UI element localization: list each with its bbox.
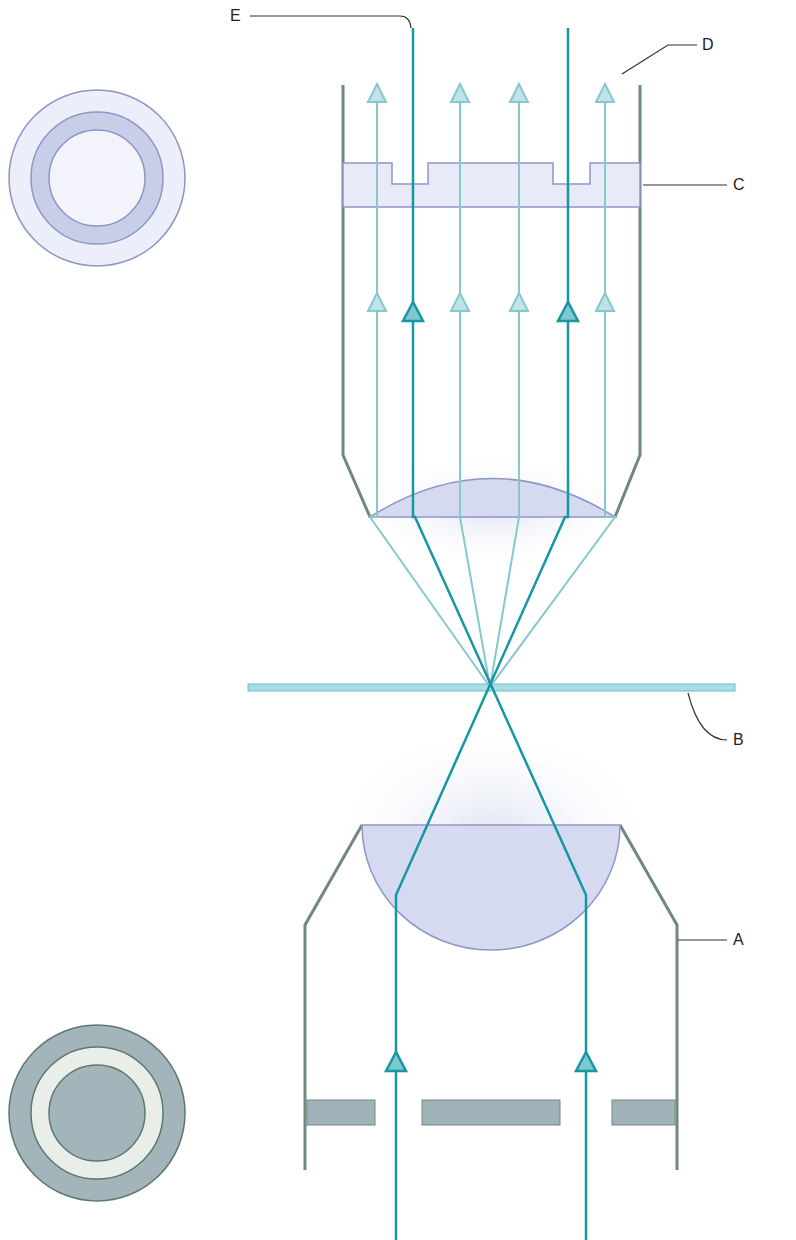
ray-arrowheads <box>386 302 596 1071</box>
annular-diaphragm <box>307 1100 675 1125</box>
diffracted-rays <box>370 85 615 687</box>
callout-letter: C <box>733 177 745 193</box>
callout-letter: D <box>702 37 714 53</box>
objective-housing <box>343 85 640 517</box>
objective-lens <box>370 479 615 518</box>
objective-plate-view <box>9 90 185 266</box>
condenser-annulus-view <box>9 1025 185 1201</box>
callout-letter: E <box>230 8 241 24</box>
phase-plate <box>343 163 640 207</box>
lens-glow <box>342 450 642 570</box>
callout-letter: A <box>733 932 744 948</box>
leader-lines <box>250 16 727 940</box>
callout-letter: B <box>733 732 744 748</box>
condenser-housing <box>305 825 677 1170</box>
ray-arrowheads <box>368 84 614 311</box>
direct-rays <box>396 28 586 1240</box>
